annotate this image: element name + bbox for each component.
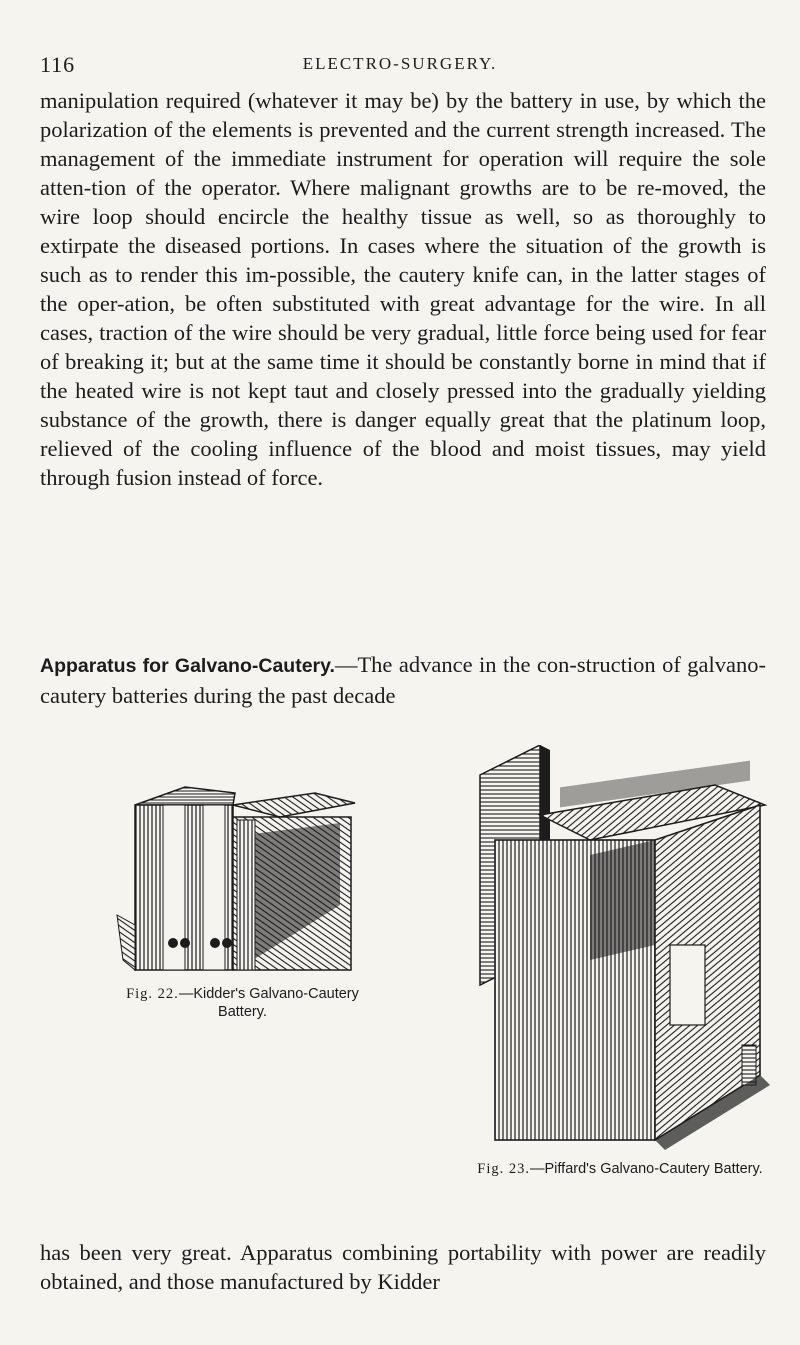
paragraph-continuation: has been very great. Apparatus combining… — [40, 1240, 766, 1294]
kidder-battery-illustration — [116, 786, 356, 972]
figure-23-label: Fig. 23. — [477, 1161, 530, 1177]
figure-23-caption: Fig. 23.—Piffard's Galvano-Cautery Batte… — [470, 1160, 770, 1178]
figure-22-caption: Fig. 22.—Kidder's Galvano-Cautery Batter… — [115, 985, 370, 1021]
paragraph-wire-loop-technique: manipulation required (whatever it may b… — [40, 88, 766, 490]
page-header: 116 ELECTRO-SURGERY. — [40, 52, 760, 82]
figure-22-caption-text: —Kidder's Galvano-Cautery Battery. — [178, 986, 359, 1020]
figure-22-label: Fig. 22. — [126, 986, 179, 1002]
figure-23: Fig. 23.—Piffard's Galvano-Cautery Batte… — [470, 745, 770, 1220]
paragraph-apparatus-text: —The advance in the con-struction of gal… — [40, 652, 766, 708]
piffard-battery-illustration — [479, 745, 770, 1150]
figure-23-caption-text: —Piffard's Galvano-Cautery Battery. — [530, 1161, 763, 1177]
section-heading-apparatus: Apparatus for Galvano-Cautery. — [40, 655, 335, 677]
page-number: 116 — [40, 52, 76, 77]
paragraph-apparatus: Apparatus for Galvano-Cautery.—The advan… — [40, 650, 766, 710]
figure-22: Fig. 22.—Kidder's Galvano-Cautery Batter… — [115, 775, 370, 1025]
running-head: ELECTRO-SURGERY. — [302, 54, 498, 73]
